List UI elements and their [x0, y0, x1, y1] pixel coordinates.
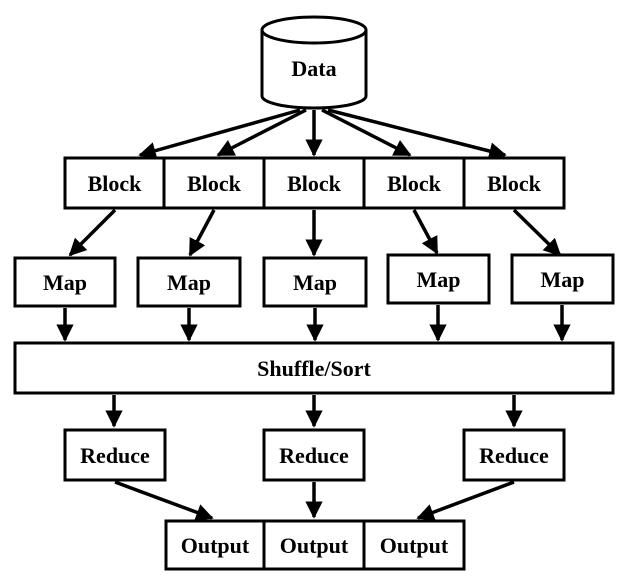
block-box-4: Block — [362, 156, 466, 210]
map-box-4: Map — [386, 253, 491, 305]
arrow-data-block-2 — [216, 108, 307, 157]
block-box-5: Block — [462, 156, 566, 210]
map-label-4: Map — [417, 267, 461, 292]
block-box-2: Block — [162, 156, 266, 210]
block-label-3: Block — [287, 171, 342, 196]
block-label-1: Block — [88, 171, 143, 196]
block-label-2: Block — [187, 171, 242, 196]
block-label-4: Block — [387, 171, 442, 196]
shuffle-sort-box: Shuffle/Sort — [13, 341, 615, 395]
block-label-5: Block — [487, 171, 542, 196]
map-box-1: Map — [13, 256, 117, 308]
shuffle-sort-label: Shuffle/Sort — [257, 356, 371, 381]
arrow-data-block-1 — [138, 108, 301, 160]
map-to-shuffle-arrows — [56, 305, 571, 342]
block-to-map-arrows — [68, 208, 562, 257]
shuffle-to-reduce-arrows — [105, 395, 523, 428]
block-box-3: Block — [262, 156, 366, 210]
map-box-3: Map — [262, 256, 368, 308]
output-box-1: Output — [164, 519, 266, 571]
block-box-1: Block — [63, 156, 166, 210]
reduce-box-3: Reduce — [462, 428, 566, 482]
arrow-data-block-4 — [321, 108, 412, 157]
map-label-5: Map — [541, 267, 585, 292]
reduce-box-2: Reduce — [262, 428, 366, 482]
block-row: Block Block Block Block Block — [63, 156, 566, 210]
reduce-box-1: Reduce — [63, 428, 167, 482]
reduce-label-1: Reduce — [80, 443, 150, 468]
data-label: Data — [291, 56, 336, 81]
output-label-1: Output — [181, 533, 250, 558]
map-box-2: Map — [136, 256, 242, 308]
arrow-reduce-output-1 — [114, 480, 214, 521]
arrow-block-map-2 — [188, 209, 216, 257]
reduce-label-3: Reduce — [479, 443, 549, 468]
arrow-block-map-4 — [412, 209, 439, 255]
arrow-reduce-output-3 — [416, 480, 515, 521]
output-label-3: Output — [380, 533, 449, 558]
data-source-cylinder: Data — [260, 15, 368, 110]
map-box-5: Map — [510, 253, 615, 305]
map-row: Map Map Map Map Map — [13, 253, 615, 308]
output-row: Output Output Output — [164, 519, 466, 571]
output-box-2: Output — [262, 519, 366, 571]
reduce-label-2: Reduce — [279, 443, 349, 468]
arrow-block-map-5 — [512, 208, 562, 257]
map-label-3: Map — [293, 270, 337, 295]
map-label-1: Map — [43, 270, 87, 295]
reduce-to-output-arrows — [114, 480, 515, 521]
output-box-3: Output — [362, 519, 466, 571]
reduce-row: Reduce Reduce Reduce — [63, 428, 566, 482]
data-to-block-arrows — [138, 108, 507, 160]
arrow-data-block-5 — [327, 108, 507, 160]
output-label-2: Output — [280, 533, 349, 558]
map-label-2: Map — [167, 270, 211, 295]
arrow-block-map-1 — [68, 208, 117, 257]
